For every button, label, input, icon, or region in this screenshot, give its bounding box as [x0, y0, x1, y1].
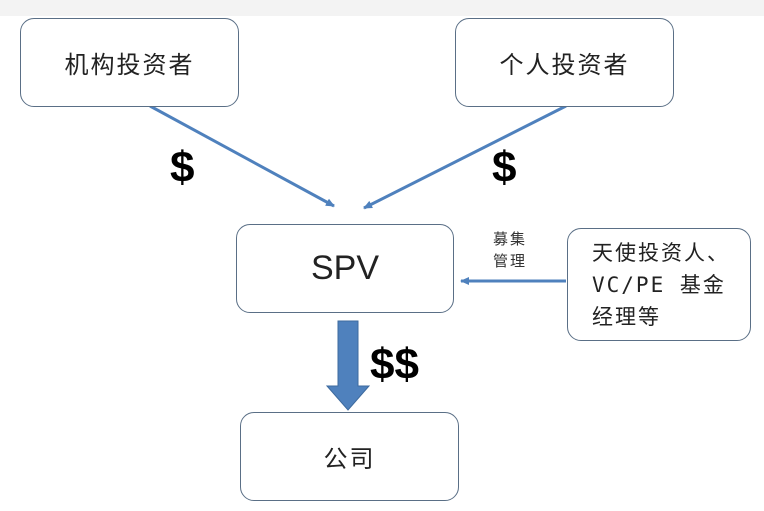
arrow-individual-to-spv [363, 104, 567, 210]
top-bar [0, 0, 764, 16]
individual-investors-node: 个人投资者 [455, 18, 674, 107]
dollar-label-right: $ [492, 143, 517, 192]
manage-label: 募集 管理 [480, 228, 540, 272]
institutional-investors-label: 机构投资者 [64, 51, 195, 79]
company-label: 公司 [323, 445, 376, 473]
spv-node: SPV [236, 224, 454, 313]
managers-line-2: VC/PE 基金 [592, 272, 726, 297]
dollar-label-down: $$ [370, 340, 419, 389]
dollar-label-left: $ [170, 143, 195, 192]
individual-investors-label: 个人投资者 [499, 51, 630, 79]
managers-node: 天使投资人、 VC/PE 基金 经理等 [567, 228, 751, 341]
company-node: 公司 [240, 412, 459, 501]
institutional-investors-node: 机构投资者 [20, 18, 239, 107]
manage-line-2: 管理 [492, 252, 527, 270]
arrow-spv-to-company [325, 320, 371, 411]
manage-line-1: 募集 [492, 230, 527, 248]
arrow-institutional-to-spv [149, 104, 335, 208]
managers-line-3: 经理等 [592, 304, 661, 329]
spv-label: SPV [310, 249, 380, 287]
managers-line-1: 天使投资人、 [592, 240, 730, 265]
